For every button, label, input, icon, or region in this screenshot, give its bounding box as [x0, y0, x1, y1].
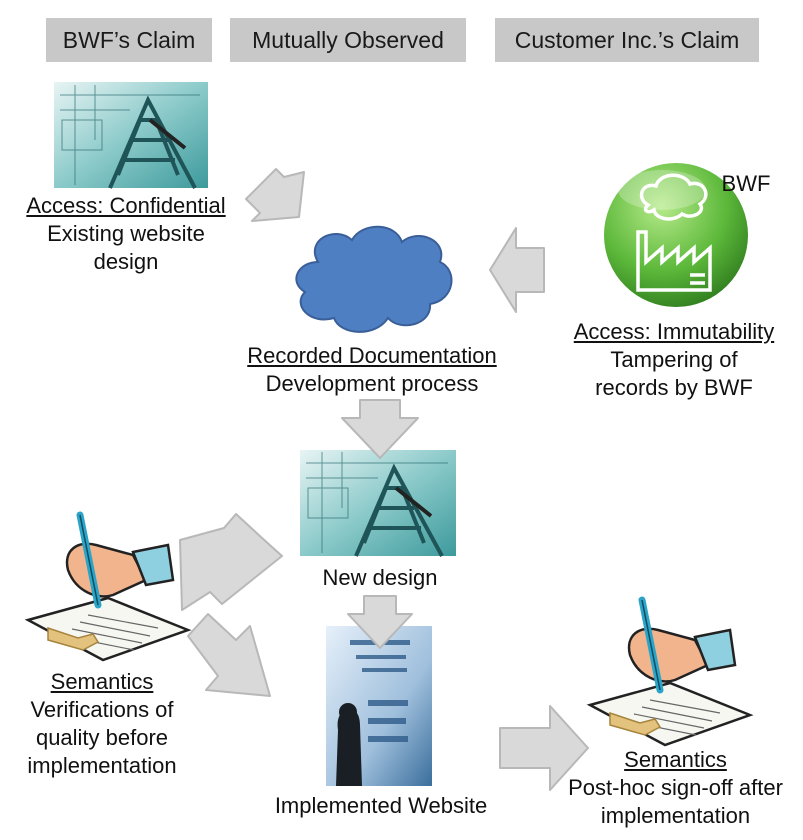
signoff-line2: implementation — [600, 803, 751, 828]
implemented-website-label: Implemented Website — [274, 793, 488, 818]
immutability-line2: records by BWF — [595, 375, 753, 400]
arrow-existing-to-documentation — [245, 168, 305, 222]
header-mutually-observed: Mutually Observed — [230, 18, 466, 62]
signing-hand-icon-right — [586, 596, 754, 747]
immutability-heading: Access: Immutability — [573, 319, 775, 344]
badge-label: BWF — [721, 171, 771, 196]
new-design-image — [300, 450, 456, 557]
new-design-label: New design — [322, 565, 438, 590]
existing-design-image — [54, 82, 208, 189]
arrow-new-design-to-verification — [179, 513, 283, 611]
factory-badge-icon — [604, 163, 748, 307]
signing-hand-icon-left — [24, 511, 192, 662]
header-bwf-claim: BWF’s Claim — [46, 18, 212, 62]
immutability-line1: Tampering of — [610, 347, 738, 372]
confidential-line2: design — [93, 249, 159, 274]
arrow-badge-to-documentation — [489, 227, 545, 313]
verification-line2: quality before — [35, 725, 169, 750]
signoff-heading: Semantics — [624, 747, 727, 772]
signoff-label: Semantics Post-hoc sign-off after implem… — [548, 746, 803, 830]
documentation-heading: Recorded Documentation — [247, 343, 497, 368]
confidential-label: Access: Confidential Existing website de… — [0, 192, 252, 276]
confidential-line1: Existing website — [47, 221, 205, 246]
arrow-verification-to-website — [187, 613, 271, 697]
arrow-new-design-to-website — [347, 595, 413, 649]
verification-line1: Verifications of — [30, 697, 174, 722]
verification-heading: Semantics — [50, 669, 154, 694]
confidential-heading: Access: Confidential — [26, 193, 226, 218]
immutability-label: Access: Immutability Tampering of record… — [545, 318, 803, 402]
documentation-line1: Development process — [265, 371, 479, 396]
verification-line3: implementation — [27, 753, 177, 778]
verification-label: Semantics Verifications of quality befor… — [0, 668, 204, 780]
arrow-documentation-to-new-design — [341, 399, 419, 459]
signoff-line1: Post-hoc sign-off after — [568, 775, 783, 800]
arrow-website-to-signoff — [499, 705, 589, 791]
implemented-website-image — [326, 626, 432, 786]
cloud-shape — [295, 225, 453, 333]
documentation-label: Recorded Documentation Development proce… — [214, 342, 530, 398]
header-customer-claim: Customer Inc.’s Claim — [495, 18, 759, 62]
